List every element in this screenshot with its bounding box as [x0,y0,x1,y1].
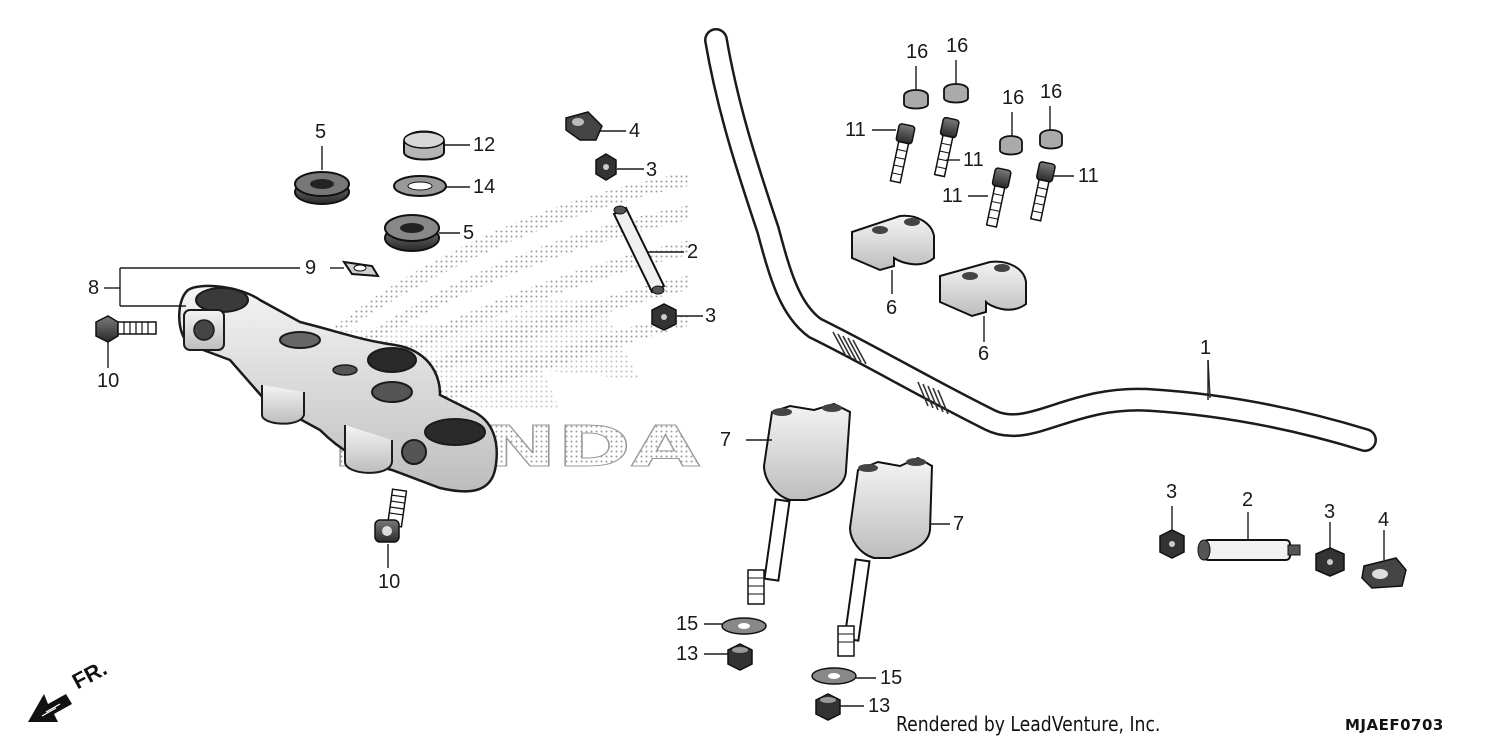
callout-7-lower: 7 [953,513,965,535]
cap-16-d [1039,129,1063,150]
plate-9 [341,260,380,278]
riser-7-lower [837,456,934,657]
holder-6-lower [939,260,1027,318]
grommet-5-top [294,171,350,205]
fork-top-bridge-part [178,284,498,493]
callout-16-a: 16 [906,41,929,63]
callout-10-left: 10 [97,370,120,392]
nut-3-a [595,153,617,181]
nut-3-d [1315,547,1345,577]
callout-3-b: 3 [705,305,717,327]
callout-7-upper: 7 [720,429,732,451]
shaft-2-lower [1197,539,1301,561]
diagram-code: MJAEF0703 [1345,716,1444,734]
callout-2-upper: 2 [687,241,699,263]
nut-3-c [1159,529,1185,559]
cap-16-b [943,83,969,104]
callout-16-c: 16 [1002,87,1025,109]
front-direction-arrow [28,694,72,722]
callout-1: 1 [1200,337,1212,359]
bolt-11-c [985,167,1012,228]
holder-6-upper [851,214,935,272]
bolt-10-bottom [374,488,408,543]
clamp-4-lower [1361,557,1407,589]
riser-7-upper [747,402,852,605]
shaft-2-upper [612,205,666,295]
callout-14: 14 [473,176,496,198]
bolt-11-a [889,123,916,184]
callout-11-a: 11 [845,119,866,141]
callout-9: 9 [305,257,317,279]
callout-5-right: 5 [463,222,475,244]
callout-13-right: 13 [868,695,891,717]
callout-11-c: 11 [942,185,963,207]
cap-16-c [999,135,1023,156]
grommet-5-right [384,214,440,252]
bolt-11-d [1029,161,1056,222]
callout-4-upper: 4 [629,120,641,142]
callout-6-upper: 6 [886,297,898,319]
callout-6-lower: 6 [978,343,990,365]
callout-16-b: 16 [946,35,969,57]
callout-2-lower: 2 [1242,489,1254,511]
washer-14 [393,175,447,197]
nut-13-left [727,643,753,671]
handlebar-part [704,28,1377,452]
callout-3-d: 3 [1324,501,1336,523]
cap-16-a [903,89,929,110]
washer-15-right [811,667,857,685]
callout-8: 8 [88,277,100,299]
callout-11-d: 11 [1078,165,1099,187]
callout-3-a: 3 [646,159,658,181]
bolt-10-left [95,315,157,343]
callout-3-c: 3 [1166,481,1178,503]
callout-5-top: 5 [315,121,327,143]
cap-12 [403,130,445,161]
nut-13-right [815,693,841,721]
clamp-4-upper [565,111,603,141]
callout-15-right: 15 [880,667,903,689]
callout-10-bottom: 10 [378,571,401,593]
callout-12: 12 [473,134,496,156]
callout-16-d: 16 [1040,81,1063,103]
leader-lines [104,60,1385,707]
nut-3-b [651,303,677,331]
callout-4-lower: 4 [1378,509,1390,531]
bolt-11-b [933,116,960,178]
callout-11-b: 11 [963,149,984,171]
render-credit: Rendered by LeadVenture, Inc. [896,712,1161,736]
washer-15-left [721,617,767,635]
callout-13-left: 13 [676,643,699,665]
callout-15-left: 15 [676,613,699,635]
